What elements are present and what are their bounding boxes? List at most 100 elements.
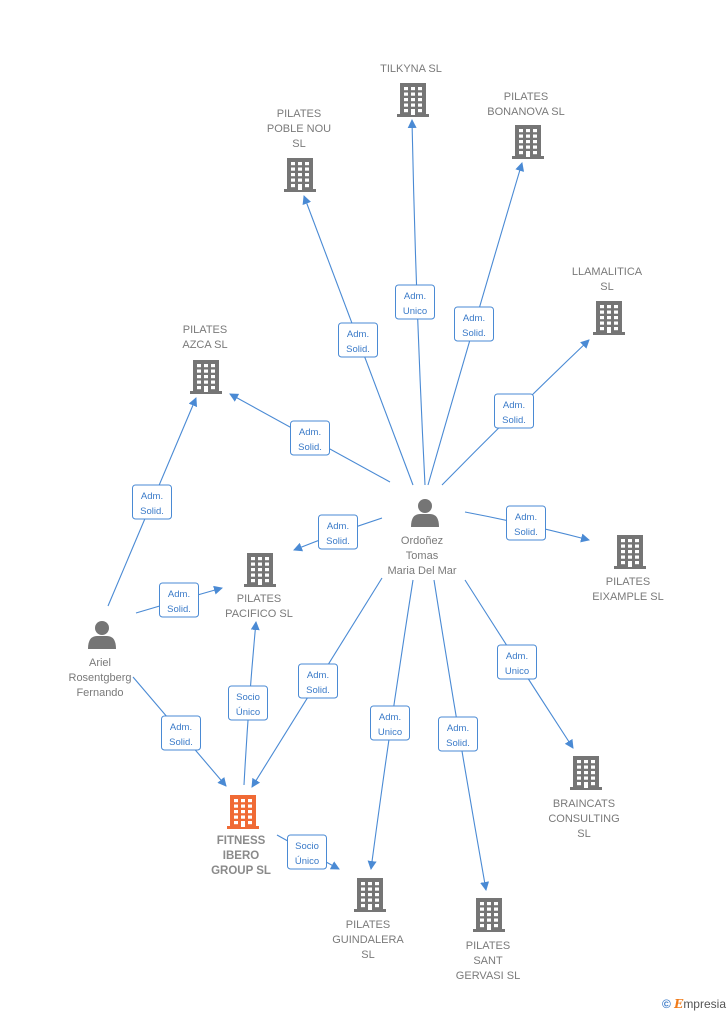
person-icon: [411, 499, 439, 527]
edges-layer: [107, 119, 590, 891]
node-guindalera[interactable]: PILATES GUINDALERA SL: [332, 878, 404, 961]
node-label-line: GROUP SL: [211, 865, 271, 877]
edge-label-line: Adm.: [515, 512, 537, 523]
node-label-line: Tomas: [406, 550, 439, 562]
node-santgervasi[interactable]: PILATES SANT GERVASI SL: [456, 898, 520, 982]
node-label-line: BRAINCATS: [553, 798, 615, 810]
building-icon: [284, 158, 316, 192]
node-label-line: PILATES: [504, 91, 548, 103]
building-icon: [354, 878, 386, 912]
edge-label-ordonez-pacifico: Adm.Solid.: [318, 514, 358, 550]
node-label-line: SL: [292, 138, 305, 150]
edge-label-line: Solid.: [446, 738, 470, 749]
node-pacifico[interactable]: PILATES PACIFICO SL: [225, 553, 293, 620]
node-label-line: IBERO: [223, 850, 259, 862]
node-label-line: PILATES: [606, 576, 650, 588]
node-label-line: TILKYNA SL: [380, 63, 442, 75]
node-label-line: Rosentgberg: [69, 672, 132, 684]
edge-label-line: Solid.: [514, 527, 538, 538]
edge-label-line: Único: [236, 707, 260, 718]
brand-name: mpresia: [683, 997, 726, 1011]
edge-label-line: Adm.: [299, 427, 321, 438]
edge-label-line: Adm.: [447, 723, 469, 734]
edge-label-ariel-pacifico: Adm.Solid.: [159, 582, 199, 618]
node-label-line: SANT: [473, 955, 503, 967]
node-label-line: EIXAMPLE SL: [592, 591, 664, 603]
node-label-line: CONSULTING: [548, 813, 619, 825]
building-icon: [473, 898, 505, 932]
node-label-line: GERVASI SL: [456, 970, 520, 982]
node-poblenou[interactable]: PILATES POBLE NOU SL: [267, 108, 331, 192]
edge-label-ordonez-llamalitica: Adm. Solid.: [494, 393, 534, 429]
node-label-line: POBLE NOU: [267, 123, 331, 135]
brand-initial: E: [674, 997, 684, 1011]
edge-label-line: Adm.: [506, 651, 528, 662]
building-icon: [570, 756, 602, 790]
edge-label-line: Socio: [295, 841, 319, 852]
node-label-line: PILATES: [277, 108, 321, 120]
edge-label-line: Solid.: [326, 536, 350, 547]
building-icon: [593, 301, 625, 335]
edge-label-ordonez-santgervasi: Adm. Solid.: [438, 716, 478, 752]
edge-label-line: Solid.: [346, 344, 370, 355]
building-icon: [512, 125, 544, 159]
node-label-line: SL: [361, 949, 374, 961]
edge-label-line: Solid.: [502, 415, 526, 426]
node-tilkyna[interactable]: TILKYNA SL: [380, 63, 442, 117]
edge-label-line: Adm.: [463, 313, 485, 324]
edge-label-line: Solid.: [140, 506, 164, 517]
node-label-line: PACIFICO SL: [225, 608, 293, 620]
edge-label-line: Solid.: [169, 737, 193, 748]
edge-label-ariel-azca: Adm.Solid.: [132, 484, 172, 520]
edge-label-line: Adm.: [404, 291, 426, 302]
node-label-line: Maria Del Mar: [387, 565, 456, 577]
edge-label-ordonez-guindalera: Adm.Unico: [370, 705, 410, 741]
edge-labels-layer: Adm.UnicoAdm.Solid.Adm.Solid.Adm.Solid.A…: [132, 284, 546, 870]
edge-label-ordonez-eixample: Adm. Solid.: [506, 505, 546, 541]
node-label-line: AZCA SL: [182, 339, 227, 351]
edge-label-line: Socio: [236, 692, 260, 703]
edge-label-line: Adm.: [503, 400, 525, 411]
edge-label-line: Solid.: [306, 685, 330, 696]
node-eixample[interactable]: PILATES EIXAMPLE SL: [592, 535, 664, 603]
node-label-line: Fernando: [76, 687, 123, 699]
node-label-line: Ordoñez: [401, 535, 443, 547]
node-label-line: SL: [600, 281, 613, 293]
edge-label-line: Unico: [403, 306, 427, 317]
edge-label-ariel-fitness: Adm.Solid.: [161, 715, 201, 751]
node-label-line: PILATES: [237, 593, 281, 605]
building-icon: [614, 535, 646, 569]
edge-label-ordonez-azca: Adm. Solid.: [290, 420, 330, 456]
edge-label-line: Adm.: [347, 329, 369, 340]
edge-label-line: Adm.: [379, 712, 401, 723]
building-icon: [397, 83, 429, 117]
node-label-line: PILATES: [466, 940, 510, 952]
node-fitness[interactable]: FITNESS IBERO GROUP SL: [211, 795, 271, 877]
edge-label-ordonez-poblenou: Adm. Solid.: [338, 322, 378, 358]
node-label-line: GUINDALERA: [332, 934, 404, 946]
edge-label-line: Solid.: [167, 604, 191, 615]
building-icon: [244, 553, 276, 587]
node-label-line: Ariel: [89, 657, 111, 669]
edge-label-line: Adm.: [307, 670, 329, 681]
edge-label-line: Unico: [505, 666, 529, 677]
node-label-line: PILATES: [346, 919, 390, 931]
edge-label-ordonez-bonanova: Adm.Solid.: [454, 306, 494, 342]
building-icon: [190, 360, 222, 394]
node-label-line: SL: [577, 828, 590, 840]
node-braincats[interactable]: BRAINCATS CONSULTING SL: [548, 756, 620, 840]
copyright-symbol: ©: [661, 997, 671, 1011]
node-label-line: FITNESS: [217, 835, 266, 847]
edge-label-line: Solid.: [298, 442, 322, 453]
edge-label-ordonez-braincats: Adm. Unico: [497, 644, 537, 680]
edge-label-ordonez-fitness: Adm. Solid.: [298, 663, 338, 699]
